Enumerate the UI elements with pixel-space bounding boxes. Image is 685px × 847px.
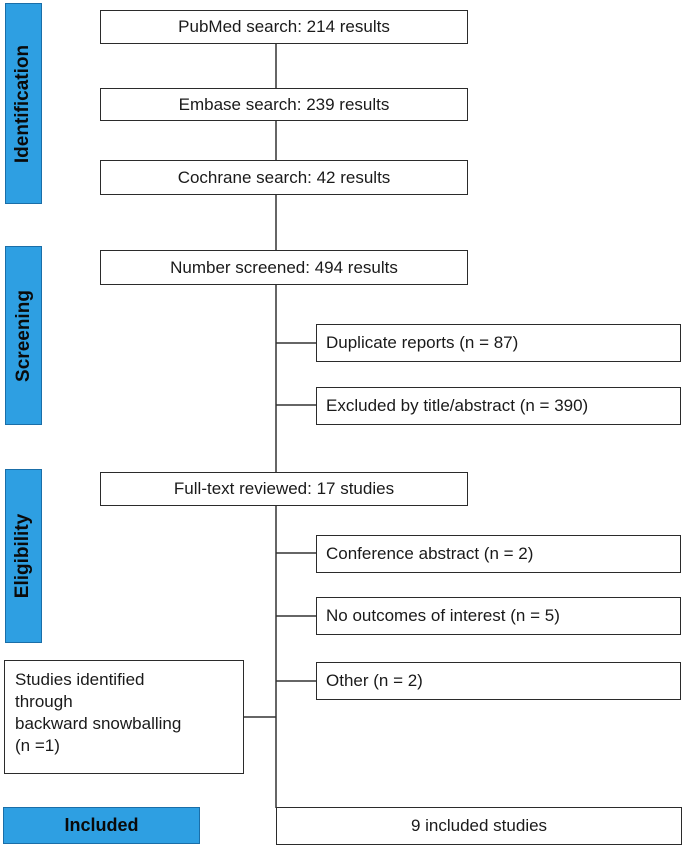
fulltext-reviewed-box: Full-text reviewed: 17 studies xyxy=(100,472,468,506)
other-exclusion-box: Other (n = 2) xyxy=(316,662,681,700)
duplicate-reports-box: Duplicate reports (n = 87) xyxy=(316,324,681,362)
screened-box: Number screened: 494 results xyxy=(100,250,468,285)
snowball-line: backward snowballing xyxy=(15,714,182,733)
snowball-line: through xyxy=(15,692,73,711)
snowball-line: Studies identified xyxy=(15,670,145,689)
snowball-line: (n =1) xyxy=(15,736,60,755)
pubmed-search-box: PubMed search: 214 results xyxy=(100,10,468,44)
stage-identification: Identification xyxy=(5,3,42,204)
stage-screening: Screening xyxy=(5,246,42,425)
no-outcomes-box: No outcomes of interest (n = 5) xyxy=(316,597,681,635)
conference-abstract-box: Conference abstract (n = 2) xyxy=(316,535,681,573)
backward-snowballing-box: Studies identified through backward snow… xyxy=(4,660,244,774)
embase-search-box: Embase search: 239 results xyxy=(100,88,468,121)
excluded-title-abstract-box: Excluded by title/abstract (n = 390) xyxy=(316,387,681,425)
stage-included: Included xyxy=(3,807,200,844)
cochrane-search-box: Cochrane search: 42 results xyxy=(100,160,468,195)
stage-eligibility: Eligibility xyxy=(5,469,42,643)
included-studies-box: 9 included studies xyxy=(276,807,682,845)
